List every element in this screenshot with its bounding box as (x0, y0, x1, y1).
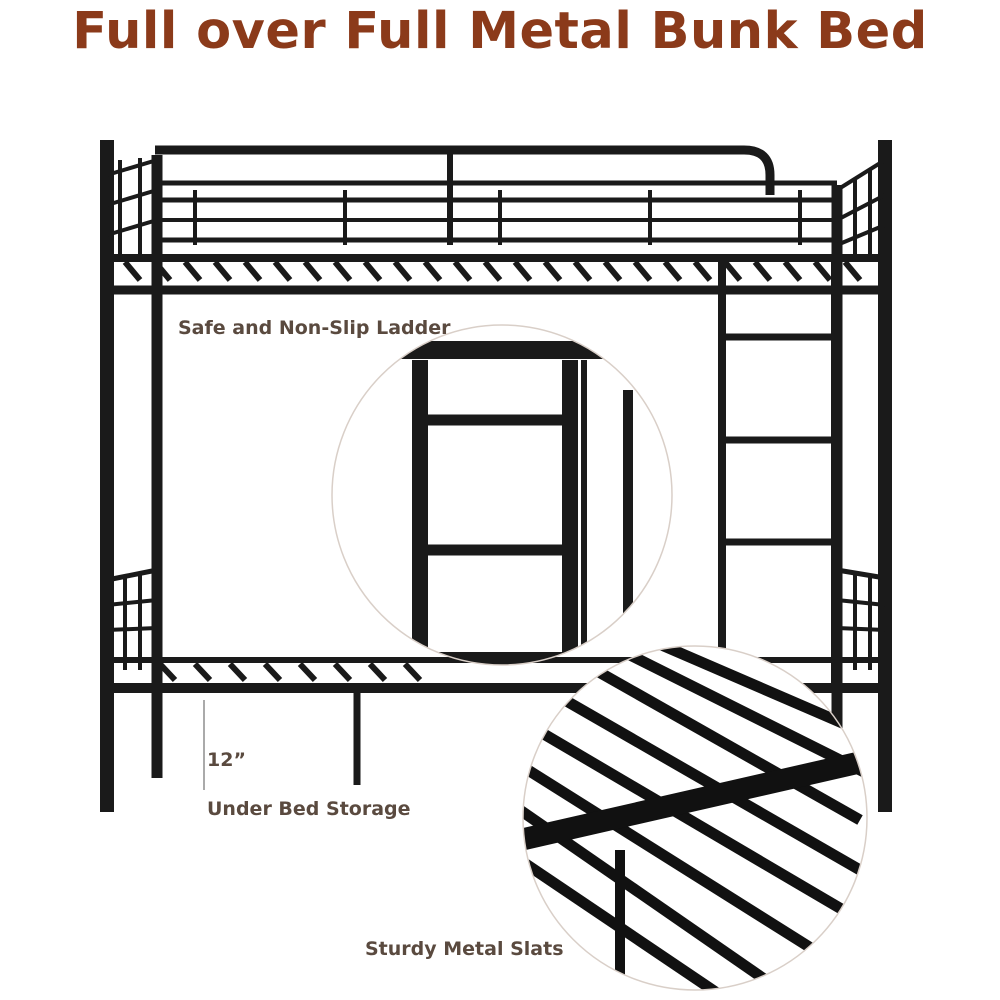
slats-detail-zoom (522, 645, 868, 991)
storage-caption: Under Bed Storage (207, 798, 411, 820)
ladder-detail-zoom (331, 324, 673, 666)
slats-caption: Sturdy Metal Slats (365, 938, 564, 960)
bed-frame (100, 140, 892, 812)
height-caption: 12” (207, 749, 246, 771)
ladder-caption: Safe and Non-Slip Ladder (178, 317, 451, 339)
page-title: Full over Full Metal Bunk Bed (72, 2, 928, 61)
